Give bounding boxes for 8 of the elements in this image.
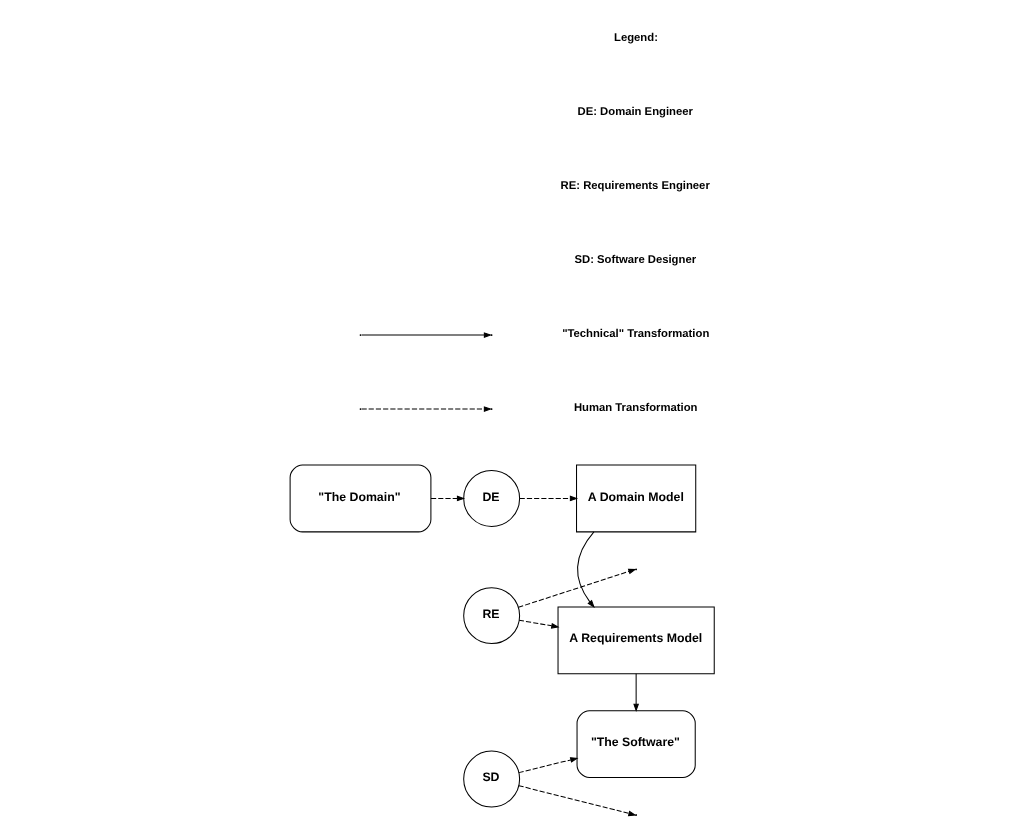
arrow (518, 757, 579, 774)
arrow (518, 619, 560, 629)
arrow (430, 495, 466, 502)
arrow (518, 785, 637, 817)
arrow (633, 673, 639, 712)
arrow (517, 568, 637, 608)
arrow (519, 495, 579, 502)
arrow (577, 531, 595, 608)
